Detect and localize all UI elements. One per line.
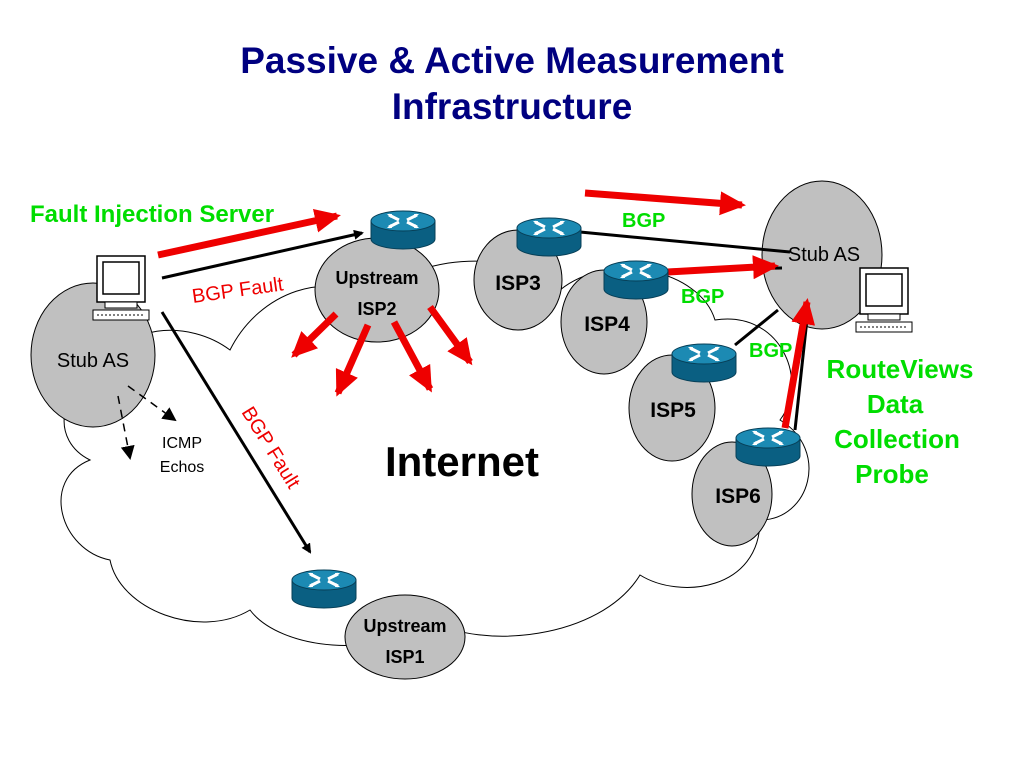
red-arrow-isp2-d — [427, 304, 473, 366]
link-isp6-stub — [793, 309, 810, 431]
routeviews-label-2: Data — [867, 389, 924, 419]
title-line-2: Infrastructure — [391, 86, 633, 127]
router-icon — [670, 342, 738, 384]
isp6-label: ISP6 — [715, 485, 761, 508]
bgp-label-2: BGP — [681, 286, 724, 308]
bgp-label-3: BGP — [749, 340, 792, 362]
routeviews-label-4: Probe — [855, 459, 929, 489]
router-icon — [515, 216, 583, 258]
icmp-label-2: Echos — [160, 459, 204, 476]
upstream-isp2-label-2: ISP2 — [357, 299, 396, 319]
red-arrow-isp4 — [667, 255, 779, 280]
icmp-label-1: ICMP — [162, 435, 202, 452]
isp3-label: ISP3 — [495, 272, 541, 295]
bgp-label-1: BGP — [622, 210, 665, 232]
red-arrow-isp2-b — [334, 323, 372, 397]
upstream-isp1-node — [344, 594, 466, 680]
routeviews-label-3: Collection — [834, 424, 960, 454]
icmp-arrow-1 — [117, 395, 135, 460]
page-title: Passive & Active Measurement Infrastruct… — [0, 38, 1024, 130]
computer-icon — [92, 255, 150, 321]
internet-label: Internet — [385, 438, 539, 485]
link-server-isp1 — [160, 311, 312, 554]
upstream-isp2-label-1: Upstream — [335, 268, 418, 288]
stub-as-right-node — [761, 180, 883, 330]
routeviews-label-1: RouteViews — [827, 354, 974, 384]
bgp-fault-top-label: BGP Fault — [191, 273, 286, 308]
red-arrow-isp2-c — [390, 320, 434, 393]
red-arrow-isp6 — [781, 298, 816, 429]
link-isp3-stub — [579, 230, 791, 254]
title-line-1: Passive & Active Measurement — [240, 40, 784, 81]
isp6-node — [691, 441, 773, 547]
upstream-isp1-label-1: Upstream — [363, 616, 446, 636]
router-icon — [602, 259, 670, 301]
isp4-label: ISP4 — [584, 313, 630, 336]
red-arrow-top — [584, 189, 746, 216]
red-arrow-server — [157, 208, 341, 259]
link-server-isp2 — [161, 229, 364, 280]
icmp-arrow-2 — [127, 385, 177, 422]
stub-as-right-label: Stub AS — [788, 244, 860, 266]
stub-as-left-label: Stub AS — [57, 350, 129, 372]
router-icon — [734, 426, 802, 468]
router-icon — [290, 568, 358, 610]
fault-injection-server-label: Fault Injection Server — [30, 201, 274, 228]
computer-icon — [855, 267, 913, 333]
red-arrow-isp2-a — [291, 311, 339, 358]
router-icon — [369, 209, 437, 251]
upstream-isp1-label-2: ISP1 — [385, 647, 424, 667]
isp5-label: ISP5 — [650, 399, 696, 422]
upstream-isp2-node — [314, 237, 440, 343]
link-isp5-stub — [734, 308, 779, 347]
